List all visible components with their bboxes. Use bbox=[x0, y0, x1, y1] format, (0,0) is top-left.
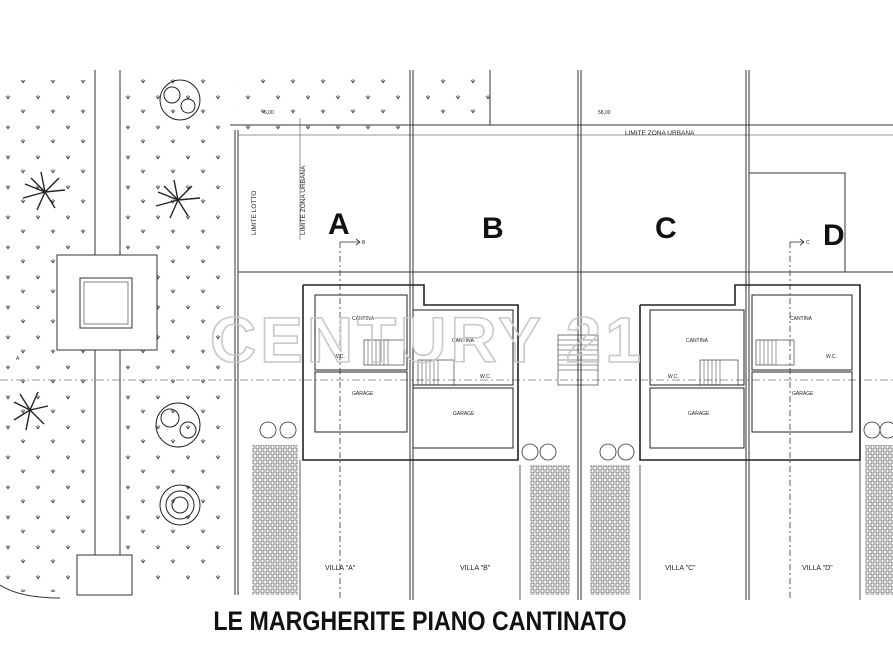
tree-icon bbox=[13, 171, 201, 431]
room-label-wc-b: W.C. bbox=[480, 374, 491, 380]
villa-name-c: VILLA "C" bbox=[665, 565, 696, 572]
section-label-b: B bbox=[362, 240, 366, 246]
room-label-garage-c: GARAGE bbox=[688, 411, 710, 417]
building-walls bbox=[302, 284, 861, 461]
watermark: CENTURY 21 bbox=[210, 304, 645, 376]
villa-name-d: VILLA "D" bbox=[802, 565, 833, 572]
room-label-wc-a: W.C. bbox=[334, 354, 345, 360]
villa-letter-a: A bbox=[328, 208, 350, 241]
villa-name-b: VILLA "B" bbox=[460, 565, 491, 572]
floor-plan-drawing: A 58,00 6,00 LIMITE ZONA URBANA LIMITE L… bbox=[0, 70, 893, 600]
section-label-c: C bbox=[806, 240, 810, 246]
room-label-garage-d: GARAGE bbox=[792, 391, 814, 397]
section-marker-a: A bbox=[16, 356, 20, 362]
tank-icon bbox=[259, 421, 893, 461]
villa-letter-b: B bbox=[482, 212, 504, 245]
bush-icon bbox=[155, 79, 201, 526]
room-label-garage-b: GARAGE bbox=[453, 411, 475, 417]
plan-caption: LE MARGHERITE PIANO CANTINATO bbox=[213, 606, 627, 636]
room-label-garage-a: GARAGE bbox=[352, 391, 374, 397]
room-label-wc-c: W.C. bbox=[668, 374, 679, 380]
limite-zona-urbana-vertical: LIMITE ZONA URBANA bbox=[300, 165, 307, 235]
room-label-cantina-a: CANTINA bbox=[352, 316, 375, 322]
garden-area: A bbox=[0, 70, 490, 599]
limite-lotto-label: LIMITE LOTTO bbox=[251, 191, 258, 235]
section-arrow-c bbox=[789, 238, 805, 600]
section-arrow-b bbox=[339, 238, 361, 600]
room-label-cantina-d: CANTINA bbox=[790, 316, 813, 322]
villa-name-a: VILLA "A" bbox=[325, 565, 356, 572]
stairs-treads bbox=[367, 339, 777, 385]
limite-zona-urbana-label: LIMITE ZONA URBANA bbox=[625, 130, 695, 137]
villa-letter-d: D bbox=[823, 219, 845, 252]
dimension-total: 58,00 bbox=[598, 110, 611, 116]
room-label-cantina-c: CANTINA bbox=[686, 338, 709, 344]
room-label-wc-d: W.C. bbox=[826, 354, 837, 360]
dimension-setback: 6,00 bbox=[264, 110, 274, 116]
room-label-cantina-b: CANTINA bbox=[452, 338, 475, 344]
parking-paving bbox=[252, 445, 893, 600]
villa-letter-c: C bbox=[655, 212, 677, 245]
